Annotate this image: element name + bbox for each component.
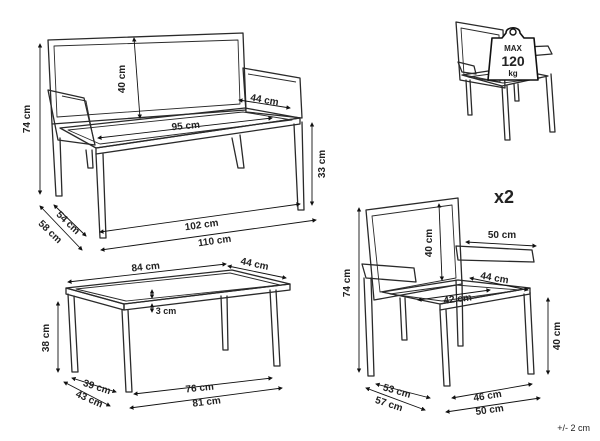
table-width-label: 44 cm	[240, 256, 270, 273]
table-height-label: 38 cm	[41, 324, 52, 352]
bench-inner-width-label: 102 cm	[184, 218, 219, 234]
max-load-label: MAX	[504, 44, 522, 53]
chair-outer-width-label: 50 cm	[475, 403, 505, 418]
bench-drawing	[47, 32, 305, 239]
chair-quantity-label: x2	[494, 187, 514, 207]
bench-seat-height-label: 33 cm	[317, 150, 328, 178]
chair-arm-depth-label: 44 cm	[480, 271, 510, 287]
max-load-weight-icon: MAX 120 kg	[487, 26, 539, 81]
chair-back-height-label: 40 cm	[424, 229, 435, 257]
table-length-label: 84 cm	[131, 261, 160, 275]
table-top-thickness-label: 3 cm	[156, 306, 177, 316]
load-chair-drawing	[455, 21, 556, 141]
chair-drawing	[361, 197, 535, 387]
table-outer-length-label: 81 cm	[192, 395, 222, 409]
chair-dimensions	[356, 203, 551, 414]
chair-dimension-labels: 74 cm 40 cm 50 cm 44 cm 42 cm 40 cm 53 c…	[342, 229, 563, 418]
bench-arm-depth-label: 44 cm	[250, 93, 280, 109]
max-load-unit: kg	[508, 69, 517, 78]
bench-outer-width-label: 110 cm	[197, 234, 232, 250]
chair-inner-width-label: 46 cm	[473, 389, 503, 404]
bench-dimensions	[37, 37, 317, 252]
table-inner-length-label: 76 cm	[185, 382, 214, 396]
chair-back-width-label: 50 cm	[488, 230, 516, 241]
tolerance-note: +/- 2 cm	[557, 423, 590, 433]
table-dimensions	[55, 262, 287, 410]
max-load-value: 120	[501, 53, 525, 69]
bench-back-height-label: 40 cm	[117, 65, 128, 93]
chair-seat-width-label: 42 cm	[443, 292, 473, 306]
bench-seat-width-label: 95 cm	[171, 120, 200, 133]
bench-height-label: 74 cm	[22, 105, 33, 133]
chair-seat-height-label: 40 cm	[552, 322, 563, 350]
table-drawing	[65, 269, 291, 393]
chair-height-label: 74 cm	[342, 269, 353, 297]
